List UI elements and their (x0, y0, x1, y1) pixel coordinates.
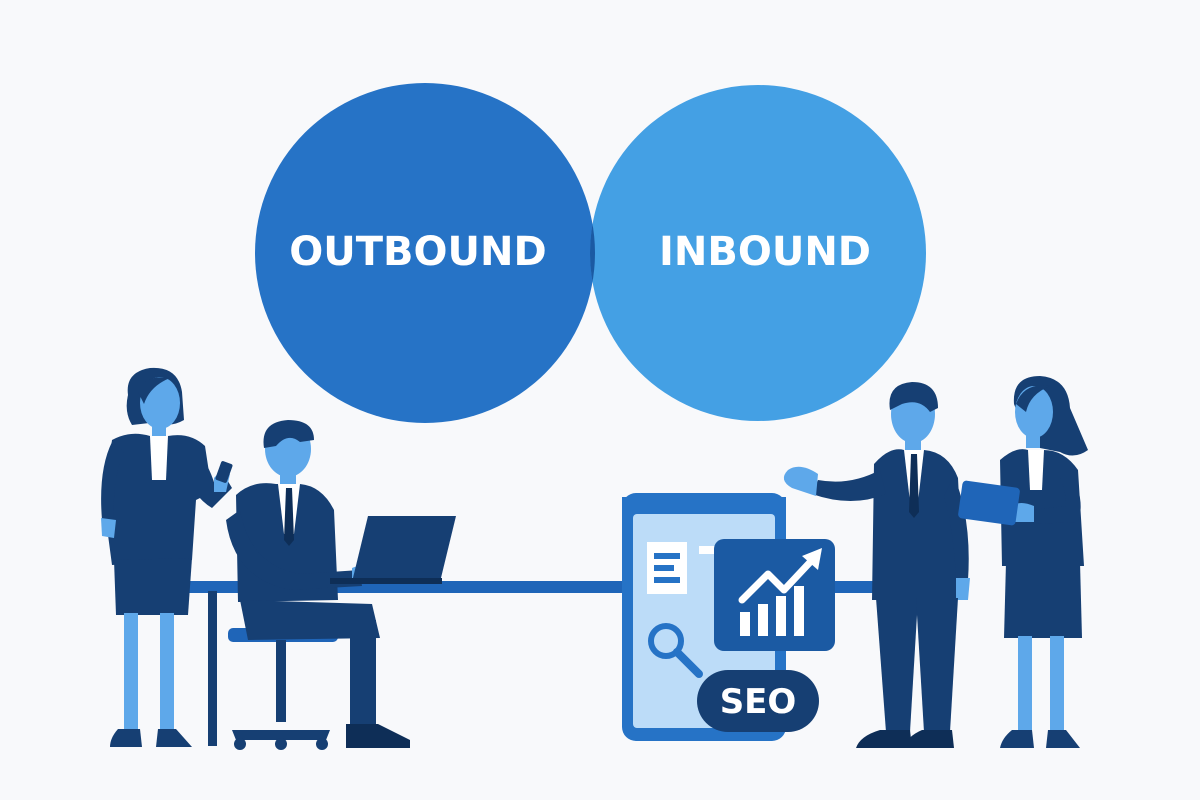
tablet-icon (958, 480, 1020, 526)
inbound-circle (590, 85, 926, 421)
seated-man-with-laptop (226, 420, 456, 750)
laptop-icon (330, 516, 456, 584)
analytics-card (714, 539, 835, 651)
hair (889, 382, 938, 412)
seo-dashboard: SEO (622, 493, 835, 741)
venn-diagram: OUTBOUND INBOUND (255, 83, 926, 423)
outbound-label: OUTBOUND (289, 229, 546, 275)
inbound-label: INBOUND (659, 229, 871, 275)
woman-with-phone (101, 367, 233, 747)
magnifier-icon (648, 623, 703, 678)
document-icon (647, 542, 687, 594)
table-leg-left (208, 591, 217, 746)
outbound-circle (255, 83, 595, 423)
growth-chart-icon (738, 548, 822, 636)
seo-badge: SEO (697, 670, 819, 732)
woman-with-tablet (958, 376, 1088, 748)
smartphone-icon (215, 461, 233, 483)
suit-jacket (872, 449, 964, 600)
presenting-man (783, 382, 970, 748)
blazer (104, 433, 212, 565)
seo-label: SEO (720, 682, 797, 722)
hair (263, 420, 314, 448)
skirt (1004, 562, 1082, 638)
skirt (114, 558, 192, 615)
office-chair (228, 628, 338, 750)
